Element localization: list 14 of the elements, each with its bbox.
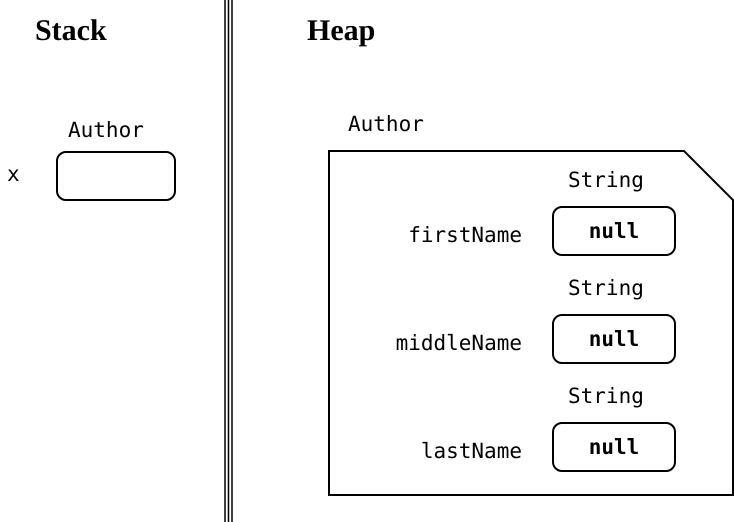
field-name: lastName	[420, 439, 522, 463]
type-label: String	[568, 384, 644, 408]
type-label: String	[568, 276, 644, 300]
type-label: Author	[348, 112, 424, 136]
section-heading: Heap	[307, 14, 376, 48]
value-box: null	[552, 422, 676, 472]
field-name: firstName	[408, 223, 522, 247]
variable-name: x	[7, 162, 20, 186]
section-heading: Stack	[35, 14, 107, 48]
type-label: Author	[68, 118, 144, 142]
field-name: middleName	[396, 331, 522, 355]
value-box: null	[552, 314, 676, 364]
type-label: String	[568, 168, 644, 192]
value-box: null	[552, 206, 676, 256]
